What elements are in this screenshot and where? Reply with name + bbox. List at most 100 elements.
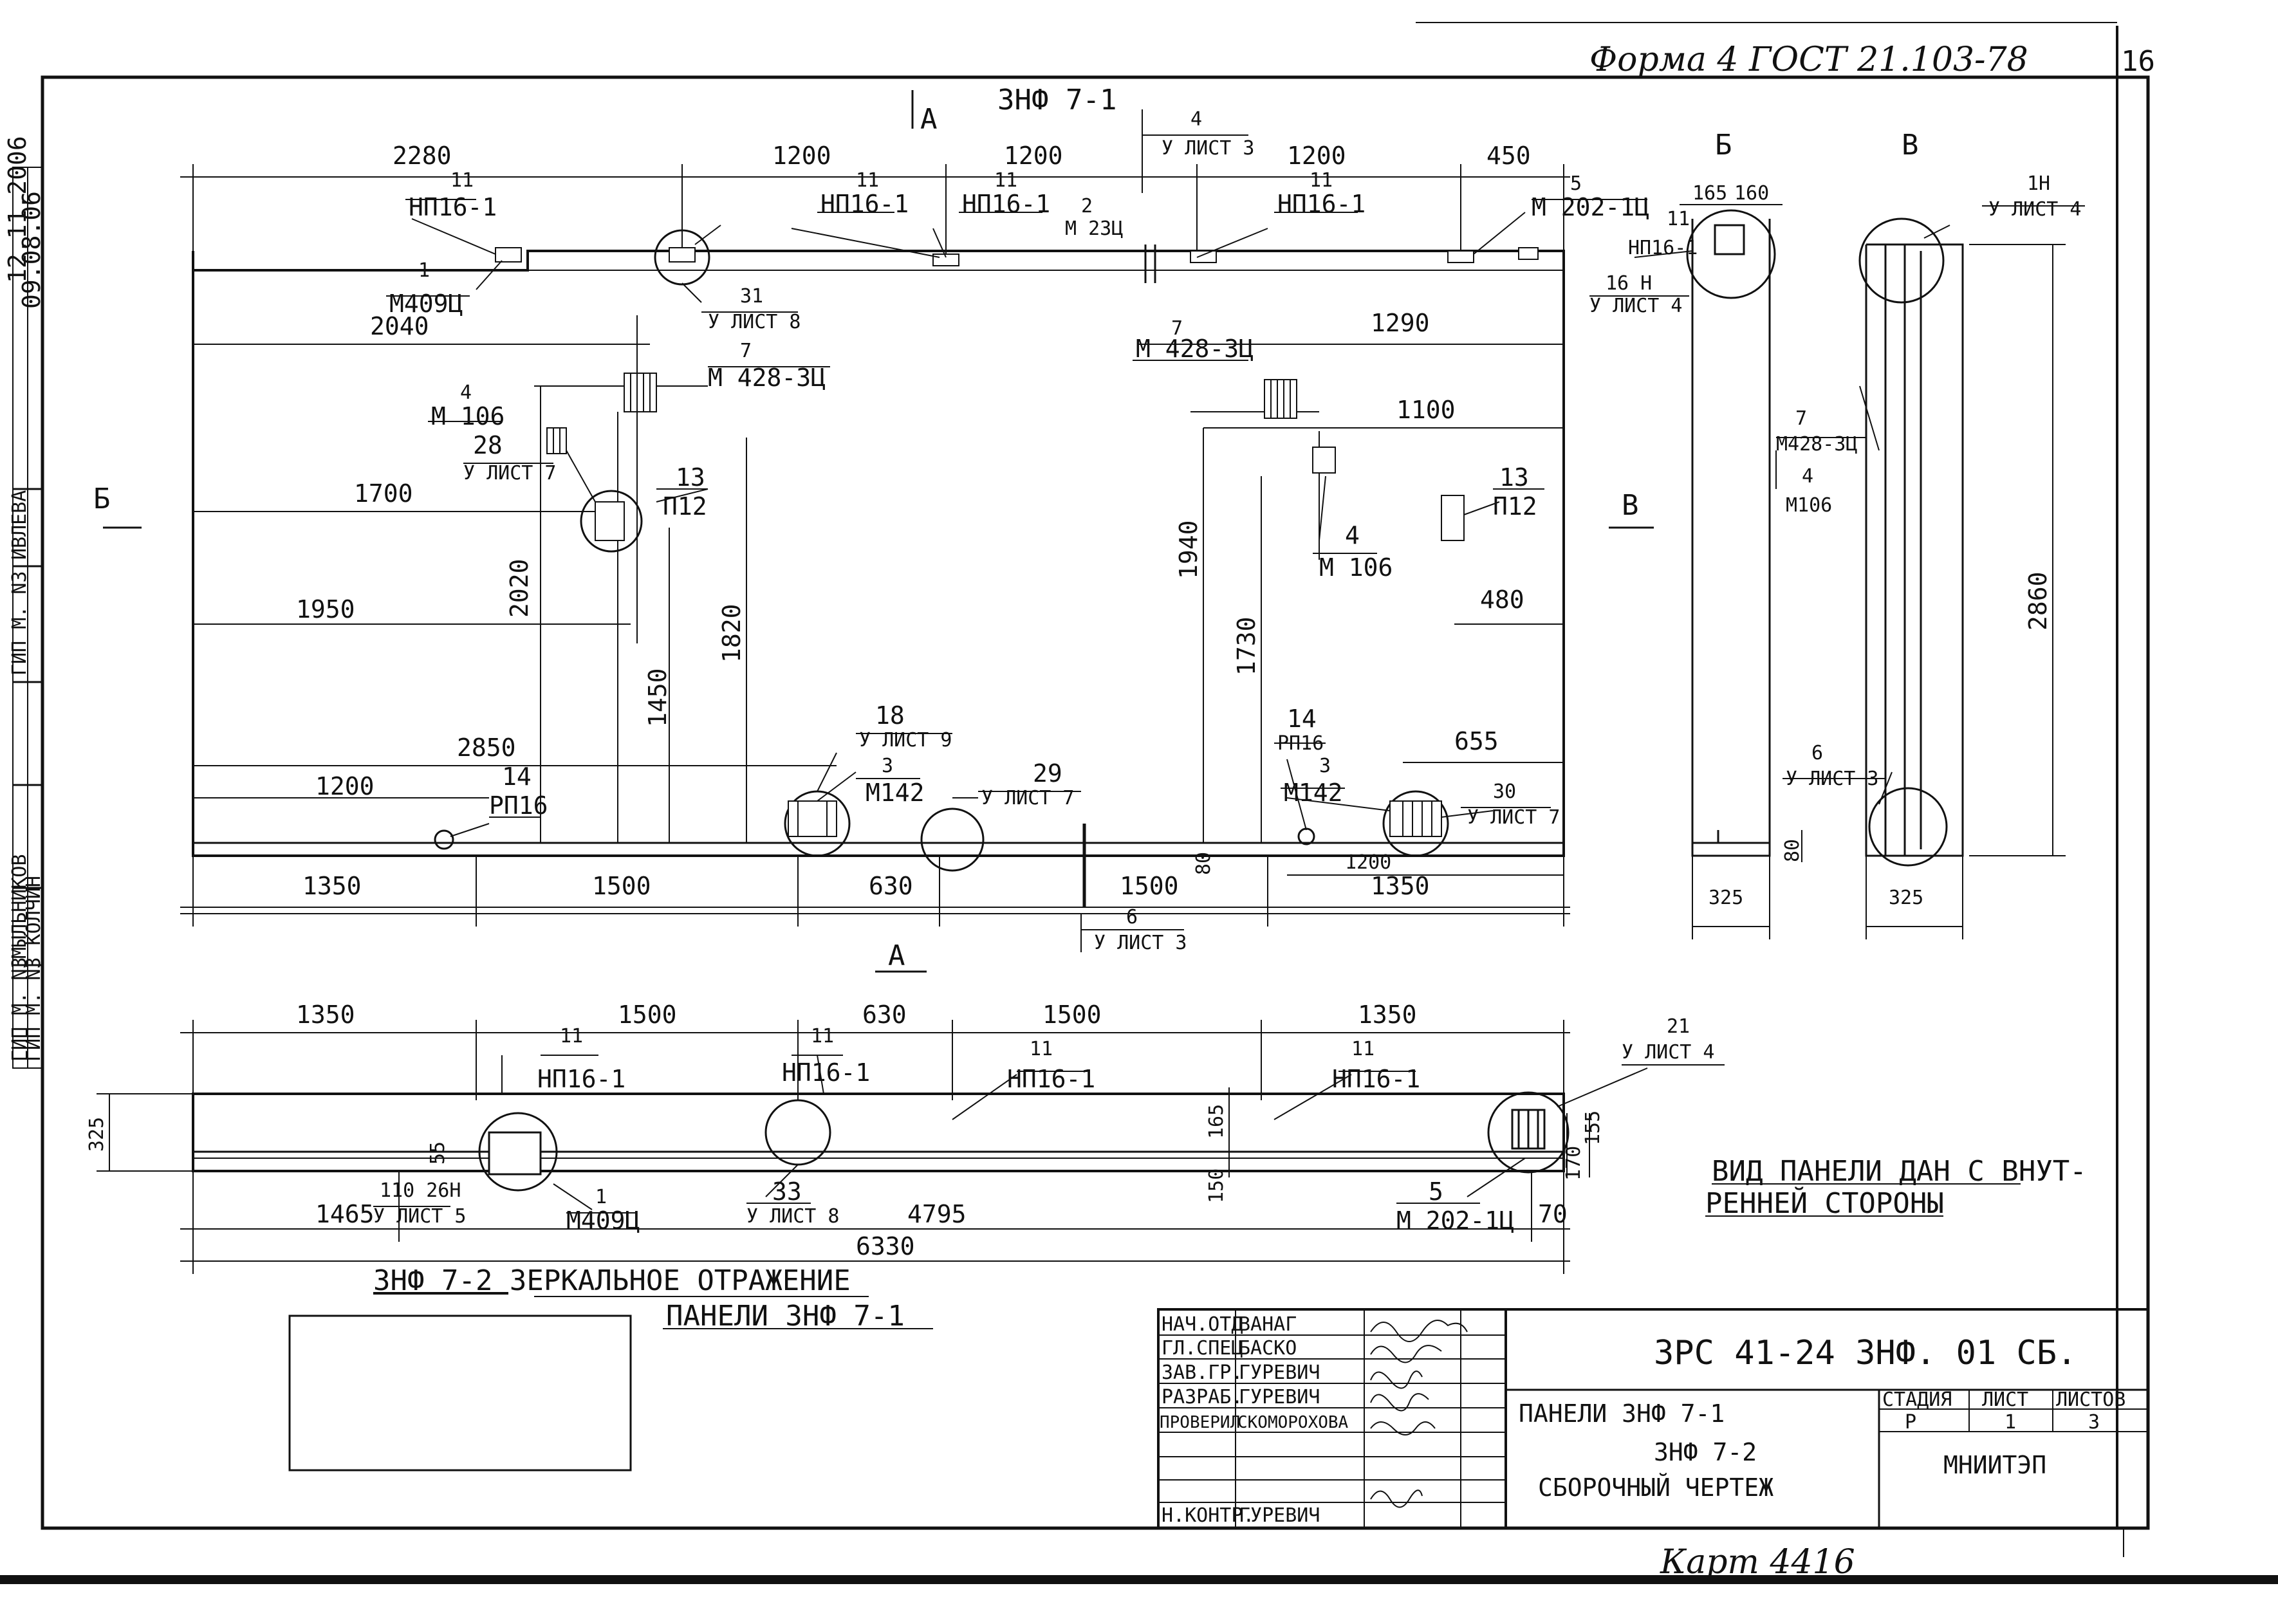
header-texts: Форма 4 ГОСТ 21.103-78 16 Карт 4416: [1589, 41, 2155, 1582]
callout-4b-num: 4: [460, 382, 472, 404]
callout-11b-mark: НП16-1: [820, 190, 909, 218]
side-dim-165: 165: [1692, 182, 1727, 205]
dim-v-1940: 1940: [1174, 520, 1203, 579]
callout-6-num: 6: [1126, 906, 1138, 928]
side-b-title: Б: [1715, 129, 1732, 161]
panel1-vertical-dims: 2020 1450 1820 1940 1730: [505, 520, 1261, 727]
leader-lines-elevation: [411, 212, 1526, 837]
view-b-mark: Б: [93, 483, 111, 515]
plan-5-num: 5: [1429, 1177, 1443, 1206]
stamp-kolchin: ГИП М. N3 КОЛЧИН: [23, 876, 45, 1062]
plan-1-mark: М409Ц: [566, 1206, 640, 1235]
tb-name-2: БАСКО: [1239, 1337, 1297, 1360]
tb-role-1: НАЧ.ОТД: [1162, 1313, 1243, 1336]
detail-circles-elevation: [434, 229, 1449, 872]
callout-14a-mark: РП16: [489, 791, 548, 820]
plan-dim-1465: 1465: [315, 1200, 375, 1228]
callout-6-mark: У ЛИСТ 3: [1094, 932, 1187, 954]
dim-h-1950: 1950: [296, 595, 355, 623]
dim-h-2040: 2040: [370, 312, 429, 340]
callout-30-num: 30: [1493, 780, 1516, 803]
plan-dims: [97, 1020, 1725, 1274]
tb-org: МНИИТЭП: [1943, 1451, 2046, 1479]
panel1-bottom-dims: 1350 1500 630 1500 1350 80: [302, 852, 1430, 900]
side-7-num: 7: [1795, 407, 1807, 430]
callout-11b-num: 11: [856, 169, 879, 192]
plan-33-mark: У ЛИСТ 8: [746, 1205, 840, 1228]
side-leaders: [1589, 205, 2085, 805]
side-view-b: [1680, 204, 1783, 939]
dim-v-2020: 2020: [505, 558, 533, 618]
tb-sheet-hdr: ЛИСТ: [1982, 1389, 2028, 1411]
plan-view-texts: 1350 1500 630 1500 1350 1465 4795 70 633…: [86, 1001, 1715, 1260]
side-4-num: 4: [1802, 465, 1813, 488]
plan-dim-165: 165: [1205, 1104, 1228, 1139]
plan-view: [192, 1091, 1570, 1192]
plan-dim-325: 325: [86, 1117, 108, 1152]
callout-30-mark: У ЛИСТ 7: [1467, 806, 1560, 829]
dims-bottom-lines: [180, 856, 1570, 952]
plan-dim-150: 150: [1205, 1168, 1228, 1203]
callout-14b-num: 14: [1287, 705, 1317, 733]
stamp-date2: 09.08.06: [17, 191, 46, 309]
panel1-callouts: 11 НП16-1 11 НП16-1 11 НП16-1 11 НП16-1 …: [389, 108, 1649, 954]
tb-stage-hdr: СТАДИЯ: [1882, 1389, 1952, 1411]
dim-h-2850: 2850: [457, 734, 516, 762]
plan-11d-mark: НП16-1: [1332, 1065, 1420, 1093]
callout-13a-num: 13: [676, 463, 705, 492]
callout-13b-num: 13: [1499, 463, 1529, 492]
callout-4b-mark: М 106: [431, 402, 505, 430]
plan-dim-top-4: 1500: [1042, 1001, 1102, 1029]
tb-name-4: ГУРЕВИЧ: [1239, 1386, 1320, 1408]
section-a-mark: А: [888, 939, 905, 972]
tb-name-line1: ПАНЕЛИ ЗНФ 7-1: [1519, 1399, 1725, 1428]
embedded-parts: [495, 247, 1539, 837]
callout-14a-num: 14: [502, 762, 532, 791]
tb-name-6: ГУРЕВИЧ: [1239, 1504, 1320, 1527]
side-6-num: 6: [1811, 742, 1823, 764]
panel-elevation: [192, 245, 1565, 907]
callout-3b-mark: М142: [1284, 779, 1343, 807]
view-note-line2: РЕННЕЙ СТОРОНЫ: [1705, 1186, 1944, 1220]
side-view-texts: Б В 165 160 325 325 2860 80 11 НП16-1 16…: [1589, 129, 2082, 909]
tb-role-2: ГЛ.СПЕЦ: [1162, 1337, 1243, 1360]
tb-stage: Р: [1905, 1411, 1916, 1434]
dim-v-1730: 1730: [1232, 616, 1261, 676]
side-11-num: 11: [1667, 208, 1690, 230]
plan-dim-4795: 4795: [907, 1200, 967, 1228]
dims-internal-lines: [193, 315, 1564, 876]
dim-top-5: 450: [1486, 142, 1531, 170]
callout-29-num: 29: [1033, 759, 1062, 788]
title-block: [1157, 1308, 2149, 1529]
callout-31-num: 31: [740, 285, 763, 308]
tb-sheets: 3: [2088, 1411, 2100, 1434]
plan-dim-top-3: 630: [862, 1001, 907, 1029]
plan-33-num: 33: [772, 1177, 802, 1206]
side-6-mark: У ЛИСТ 3: [1786, 768, 1879, 790]
plan-11c-num: 11: [1030, 1038, 1053, 1060]
plan-11a-mark: НП16-1: [537, 1065, 625, 1093]
notes-texts: ЗНФ 7-2 ЗЕРКАЛЬНОЕ ОТРАЖЕНИЕ ПАНЕЛИ ЗНФ …: [373, 1155, 2087, 1333]
dim-h-1100: 1100: [1396, 396, 1456, 424]
plan-dim-total: 6330: [856, 1232, 915, 1260]
tb-name-5: СКОМОРОХОВА: [1237, 1413, 1349, 1432]
callout-2-mark: М 23Ц: [1065, 217, 1123, 240]
label-underlines: [386, 199, 1647, 818]
dim-bot-4: 1500: [1120, 872, 1179, 900]
side-dim-160: 160: [1734, 182, 1769, 205]
stamp-date1: 12.11.2006: [3, 136, 32, 283]
dim-bot-2: 1500: [592, 872, 651, 900]
tb-role-6: Н.КОНТР.: [1162, 1504, 1255, 1527]
callout-3b-num: 3: [1319, 755, 1331, 777]
callout-3a-mark: М142: [866, 779, 925, 807]
callout-29-mark: У ЛИСТ 7: [981, 787, 1075, 809]
stamp-myln: МЫЛЬНИКОВ: [8, 854, 31, 959]
dim-h-480: 480: [1480, 586, 1524, 614]
tb-name-line2: ЗНФ 7-2: [1654, 1438, 1757, 1466]
callout-5-num: 5: [1570, 172, 1582, 195]
plan-11b-mark: НП16-1: [782, 1058, 870, 1087]
section-markers: [103, 90, 1654, 973]
callout-1-num: 1: [418, 259, 430, 282]
plan-dim-70: 70: [1538, 1200, 1568, 1228]
